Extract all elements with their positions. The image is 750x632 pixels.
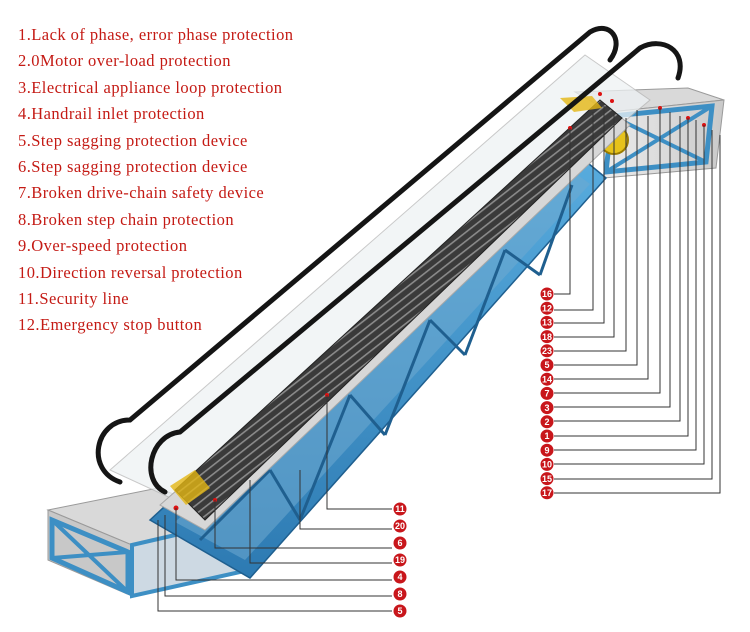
callout-number: 13	[542, 318, 552, 328]
callout-number: 19	[395, 555, 405, 565]
callout-number: 7	[544, 389, 549, 399]
callout-number: 18	[542, 332, 552, 342]
callouts-right: 16 12 13 18 23 5 14 7 3 2 1 9 10 15 17	[541, 288, 554, 500]
callout-number: 23	[542, 346, 552, 356]
callout-number: 6	[397, 538, 402, 548]
callout-number: 1	[544, 431, 549, 441]
callout-number: 2	[544, 417, 549, 427]
callout-number: 10	[542, 460, 552, 470]
callout-number: 5	[544, 360, 549, 370]
callouts-bottom: 11 20 6 19 4 8 5	[394, 503, 407, 618]
callout-number: 14	[542, 374, 552, 384]
callout-number: 17	[542, 488, 552, 498]
callout-number: 9	[544, 445, 549, 455]
callout-number: 3	[544, 403, 549, 413]
callout-number: 4	[397, 572, 402, 582]
callout-number: 20	[395, 521, 405, 531]
callout-number: 16	[542, 289, 552, 299]
callout-number: 8	[397, 589, 402, 599]
callout-number: 5	[397, 606, 402, 616]
callout-number: 12	[542, 303, 552, 313]
callout-number: 11	[395, 504, 405, 514]
callout-number: 15	[542, 474, 552, 484]
balustrade	[110, 55, 650, 530]
